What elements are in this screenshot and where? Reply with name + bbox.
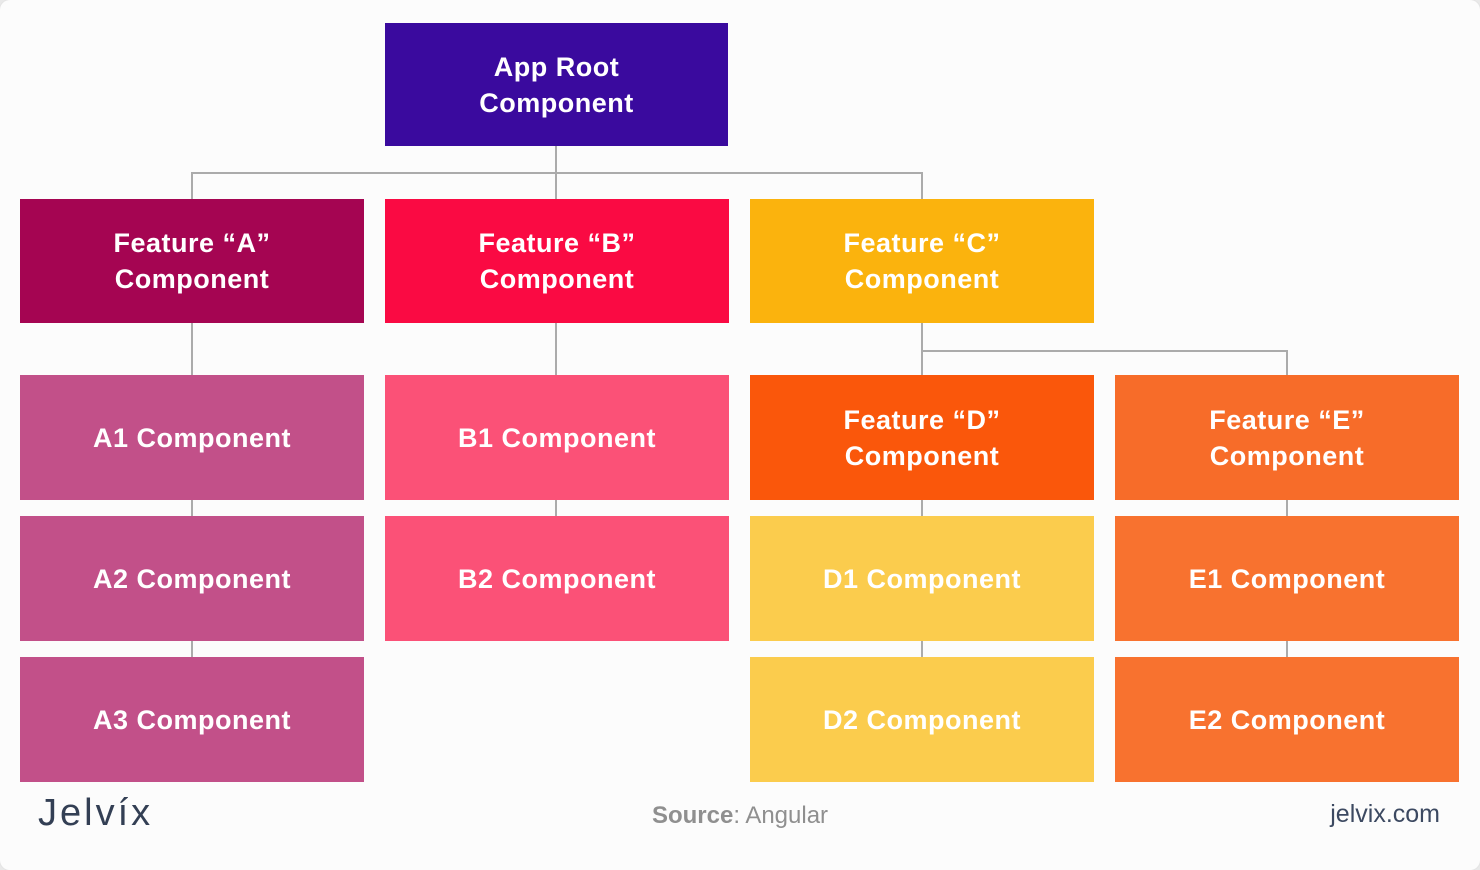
node-e2: E2 Component [1115, 657, 1459, 782]
connector-b-b1 [555, 323, 557, 375]
connector-d1-d2 [921, 641, 923, 657]
source-value: : Angular [733, 802, 829, 829]
connector-to-feature-a [191, 172, 193, 199]
node-a1: A1 Component [20, 375, 364, 500]
node-feature-e: Feature “E” Component [1115, 375, 1459, 500]
connector-b1-b2 [555, 500, 557, 516]
connector-d-d1 [921, 500, 923, 516]
node-d1: D1 Component [750, 516, 1094, 641]
node-a2: A2 Component [20, 516, 364, 641]
node-app-root: App Root Component [385, 23, 728, 146]
node-d2: D2 Component [750, 657, 1094, 782]
node-e1: E1 Component [1115, 516, 1459, 641]
connector-e1-e2 [1286, 641, 1288, 657]
source-label: Source [651, 802, 734, 829]
node-a3: A3 Component [20, 657, 364, 782]
node-b1: B1 Component [385, 375, 729, 500]
connector-to-feature-e [1286, 350, 1288, 375]
connector-a-a1 [191, 323, 193, 375]
node-feature-a: Feature “A” Component [20, 199, 364, 323]
connector-c-horizontal [921, 350, 1288, 352]
node-feature-b: Feature “B” Component [385, 199, 729, 323]
node-feature-d: Feature “D” Component [750, 375, 1094, 500]
website-url: jelvix.com [1330, 800, 1440, 828]
connector-c-down [921, 323, 923, 375]
connector-e-e1 [1286, 500, 1288, 516]
jelvix-logo: Jelvíx [38, 792, 154, 834]
node-b2: B2 Component [385, 516, 729, 641]
connector-row1-horizontal [191, 172, 923, 174]
source-attribution: Source: Angular [0, 802, 1480, 830]
connector-to-feature-c [921, 172, 923, 199]
connector-a2-a3 [191, 641, 193, 657]
node-feature-c: Feature “C” Component [750, 199, 1094, 323]
connector-a1-a2 [191, 500, 193, 516]
